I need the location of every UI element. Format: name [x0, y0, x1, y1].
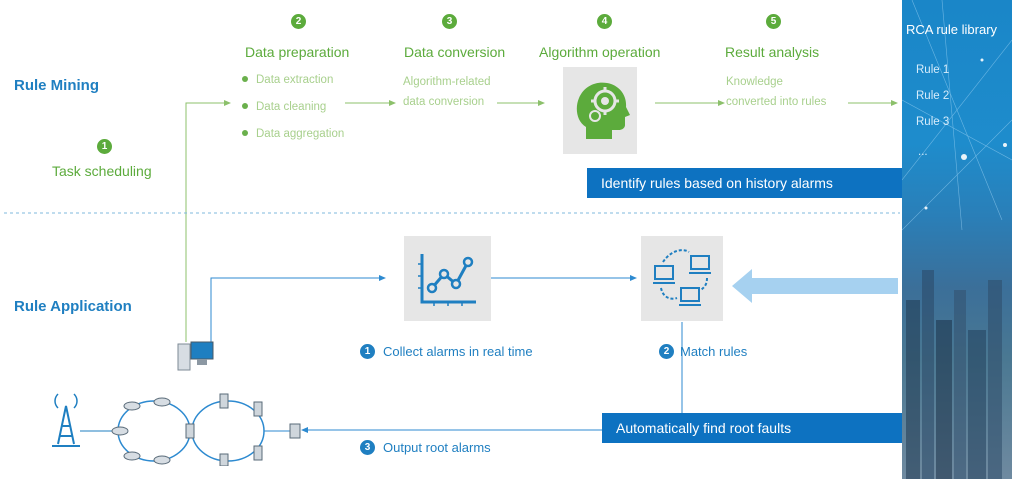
step-3-line-1: Algorithm-related: [403, 76, 491, 88]
bullet-data-aggregation: Data aggregation: [242, 128, 344, 140]
collect-alarms-label: Collect alarms in real time: [383, 344, 533, 359]
app-step-2-number: 2: [659, 344, 674, 359]
match-rules-label: Match rules: [680, 344, 748, 359]
step-5-number: 5: [766, 14, 781, 29]
identify-rules-callout: Identify rules based on history alarms: [587, 168, 902, 198]
radio-tower-icon: [52, 393, 80, 447]
step-3-title: Data conversion: [404, 44, 506, 60]
bullet-data-extraction: Data extraction: [242, 74, 333, 86]
step-1-title: Task scheduling: [52, 163, 152, 179]
library-rule-more: ...: [918, 146, 928, 158]
algorithm-head-tile: [563, 67, 637, 154]
rule-application-label: Rule Application: [14, 298, 132, 315]
library-rule-1: Rule 1: [916, 64, 950, 76]
step-5-line-2: converted into rules: [726, 96, 827, 108]
computers-network-icon: [653, 249, 711, 306]
auto-find-callout: Automatically find root faults: [602, 413, 902, 443]
rca-rule-library-panel: RCA rule library Rule 1 Rule 2 Rule 3 ..…: [902, 0, 1012, 479]
library-rule-2: Rule 2: [916, 90, 950, 102]
step-4-title: Algorithm operation: [539, 44, 661, 60]
bullet-data-cleaning: Data cleaning: [242, 101, 326, 113]
step-4-number: 4: [597, 14, 612, 29]
network-diagram: [52, 341, 301, 466]
arrow-to-collect: [210, 275, 386, 342]
step-3-line-2: data conversion: [403, 96, 485, 108]
library-arrow: [732, 269, 898, 303]
library-decoration: [902, 0, 1012, 479]
match-rules-tile: [641, 236, 723, 321]
computer-icon: [177, 341, 214, 371]
app-step-3-number: 3: [360, 440, 375, 455]
output-root-alarms-label: Output root alarms: [383, 440, 491, 455]
app-step-1-number: 1: [360, 344, 375, 359]
step-2-number: 2: [291, 14, 306, 29]
alarm-chart-tile: [404, 236, 491, 321]
rule-mining-label: Rule Mining: [14, 77, 99, 94]
arrow-to-data-prep: [185, 100, 231, 342]
line-chart-icon: [418, 254, 476, 306]
step-1-number: 1: [97, 139, 112, 154]
library-rule-3: Rule 3: [916, 116, 950, 128]
library-title: RCA rule library: [906, 22, 998, 37]
step-5-line-1: Knowledge: [726, 76, 783, 88]
step-2-title: Data preparation: [245, 44, 350, 60]
step-5-title: Result analysis: [725, 44, 820, 60]
head-gear-icon: [576, 82, 630, 139]
step-3-number: 3: [442, 14, 457, 29]
